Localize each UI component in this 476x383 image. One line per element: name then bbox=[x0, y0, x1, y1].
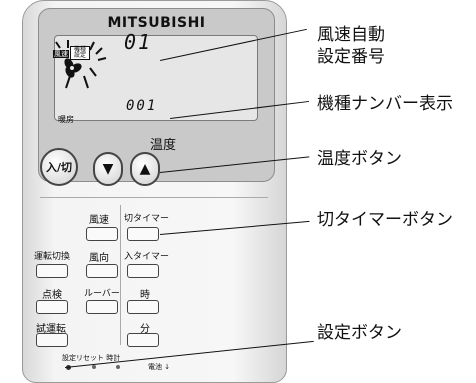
callout-temp-button: 温度ボタン bbox=[317, 149, 402, 169]
settings-reset-hole[interactable] bbox=[66, 365, 71, 370]
on-timer-button[interactable] bbox=[127, 264, 159, 278]
check-label: 点検 bbox=[42, 290, 62, 301]
direction-button[interactable] bbox=[86, 264, 118, 278]
fan-sparkle-icon bbox=[55, 40, 107, 89]
louver-label: ルーバー bbox=[84, 289, 120, 299]
callout-settings-button: 設定ボタン bbox=[317, 323, 402, 343]
battery-label: 電池 ↓ bbox=[148, 363, 171, 371]
hour-label: 時 bbox=[140, 290, 150, 301]
fan-speed-button[interactable] bbox=[86, 227, 118, 241]
divider-vertical bbox=[120, 205, 122, 345]
brand-logo: MITSUBISHI bbox=[107, 15, 206, 31]
mode-switch-button[interactable] bbox=[36, 264, 68, 278]
test-run-button[interactable] bbox=[36, 333, 68, 347]
mode-label: 暖房 bbox=[58, 115, 74, 124]
power-button[interactable]: 入/切 bbox=[40, 148, 78, 186]
callout-model-number: 機種ナンバー表示 bbox=[317, 94, 453, 114]
direction-label: 風向 bbox=[89, 253, 109, 264]
model-number-display: 001 bbox=[126, 98, 158, 114]
fan-speed-label: 風速 bbox=[89, 215, 109, 226]
test-run-label: 試運転 bbox=[36, 324, 66, 335]
fan-speed-badge: 風速 bbox=[53, 50, 69, 58]
model-setting-badge: 機種 設定 bbox=[70, 46, 90, 60]
reset-hole[interactable] bbox=[92, 365, 96, 369]
hour-button[interactable] bbox=[127, 300, 159, 314]
minute-label: 分 bbox=[140, 324, 150, 335]
minute-button[interactable] bbox=[127, 333, 159, 347]
fan-icon bbox=[64, 58, 82, 78]
triangle-up-icon: ▲ bbox=[139, 161, 151, 177]
check-button[interactable] bbox=[36, 300, 68, 314]
triangle-down-icon: ▼ bbox=[102, 161, 114, 177]
clock-hole[interactable] bbox=[116, 365, 120, 369]
on-timer-label: 入タイマー bbox=[124, 252, 170, 262]
fan-auto-setting-number: 01 bbox=[124, 30, 153, 54]
callout-fan-auto-setting: 風速自動 設定番号 bbox=[317, 25, 385, 67]
arrow-down-icon: ↓ bbox=[164, 363, 171, 371]
lcd-display bbox=[54, 35, 258, 121]
louver-button[interactable] bbox=[86, 300, 118, 314]
lcd-frame: MITSUBISHI bbox=[38, 8, 275, 182]
callout-off-timer-button: 切タイマーボタン bbox=[317, 210, 453, 230]
temp-up-button[interactable]: ▲ bbox=[130, 152, 160, 186]
temp-label: 温度 bbox=[150, 138, 177, 153]
off-timer-button[interactable] bbox=[127, 227, 159, 241]
settings-reset-label: 設定リセット 時計 bbox=[62, 354, 121, 362]
divider bbox=[40, 197, 268, 199]
mode-switch-label: 運転切換 bbox=[34, 252, 71, 262]
off-timer-label: 切タイマー bbox=[124, 214, 170, 224]
temp-down-button[interactable]: ▼ bbox=[93, 152, 123, 186]
